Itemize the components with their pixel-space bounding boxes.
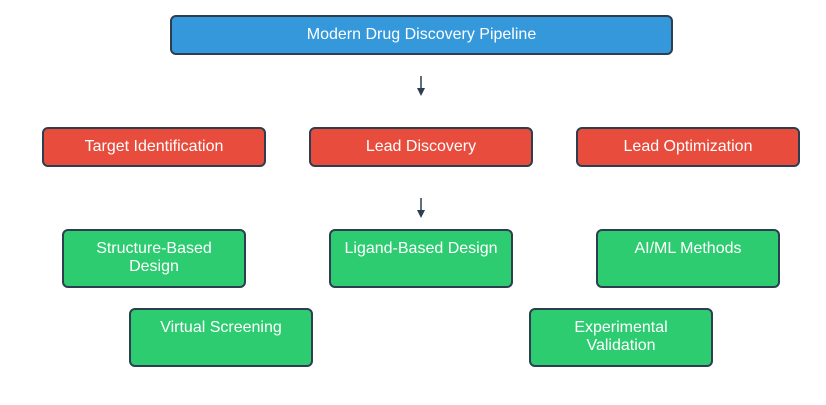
method-structure-based-design: Structure-Based Design [62,229,246,288]
output-label: Virtual Screening [160,319,282,336]
method-label: Ligand-Based Design [344,240,498,257]
stage-lead-discovery: Lead Discovery [309,127,533,167]
method-label: AI/ML Methods [634,240,742,257]
output-label: Experimental Validation [574,319,668,354]
stage-label: Target Identification [84,138,224,155]
output-virtual-screening: Virtual Screening [129,308,313,367]
pipeline-title-box: Modern Drug Discovery Pipeline [170,15,673,55]
method-label: Structure-Based Design [96,240,212,275]
method-ligand-based-design: Ligand-Based Design [329,229,513,288]
pipeline-title: Modern Drug Discovery Pipeline [306,26,537,43]
stage-label: Lead Discovery [365,138,477,155]
down-arrow-icon [417,76,425,96]
stage-label: Lead Optimization [623,138,753,155]
stage-lead-optimization: Lead Optimization [576,127,800,167]
method-ai-ml-methods: AI/ML Methods [596,229,780,288]
stage-target-identification: Target Identification [42,127,266,167]
down-arrow-icon [417,198,425,218]
output-experimental-validation: Experimental Validation [529,308,713,367]
